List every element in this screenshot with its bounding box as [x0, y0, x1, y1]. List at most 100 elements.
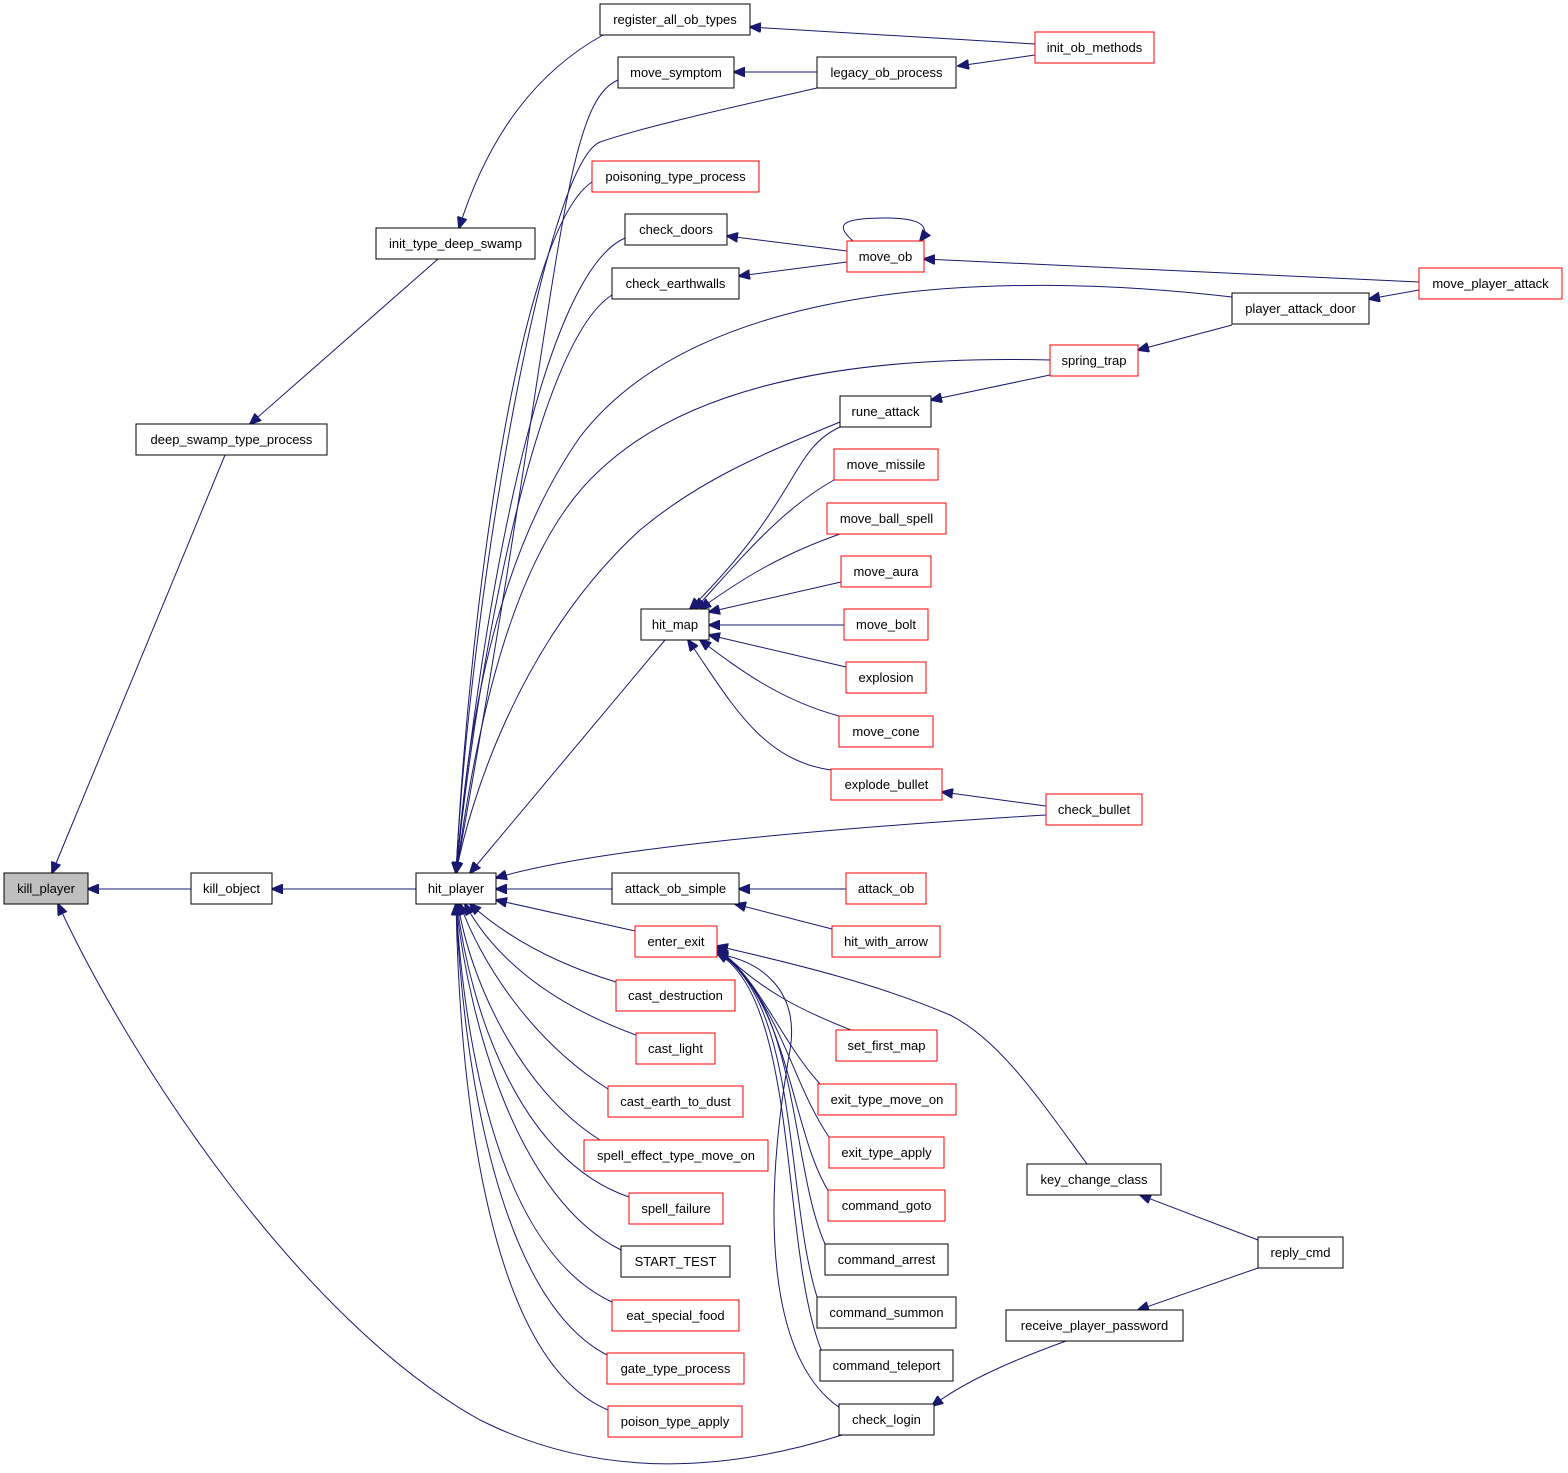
node-label: command_teleport [833, 1358, 941, 1373]
node-poison_type_apply[interactable]: poison_type_apply [607, 1405, 743, 1438]
node-poisoning_type_process[interactable]: poisoning_type_process [591, 160, 760, 193]
node-register_all_ob_types[interactable]: register_all_ob_types [599, 3, 751, 36]
node-move_cone[interactable]: move_cone [838, 715, 934, 748]
edge-legacy_ob_process-to-hit_player [456, 87, 818, 873]
node-label: check_doors [639, 222, 713, 237]
node-box [830, 768, 943, 801]
edge-player_attack_door-to-hit_player [456, 284, 1233, 873]
node-explode_bullet[interactable]: explode_bullet [830, 768, 943, 801]
node-move_player_attack[interactable]: move_player_attack [1418, 267, 1563, 300]
edge-reply_cmd-to-receive_player_password [1138, 1267, 1259, 1310]
edge-exit_type_move_on-to-enter_exit [717, 948, 821, 1085]
node-label: key_change_class [1041, 1172, 1148, 1187]
node-enter_exit[interactable]: enter_exit [634, 925, 718, 958]
node-command_teleport[interactable]: command_teleport [819, 1349, 954, 1382]
edge-command_arrest-to-enter_exit [717, 951, 827, 1247]
node-command_summon[interactable]: command_summon [816, 1296, 957, 1329]
node-label: hit_player [428, 881, 485, 896]
node-label: START_TEST [635, 1254, 717, 1269]
node-label: init_type_deep_swamp [389, 236, 522, 251]
node-box [628, 1192, 724, 1225]
node-box [827, 1189, 946, 1222]
node-box [845, 872, 927, 905]
node-box [845, 661, 927, 694]
node-START_TEST[interactable]: START_TEST [620, 1245, 731, 1278]
node-spring_trap[interactable]: spring_trap [1049, 344, 1139, 377]
node-attack_ob_simple[interactable]: attack_ob_simple [611, 872, 740, 905]
edge-explode_bullet-to-hit_map [688, 640, 832, 771]
node-check_login[interactable]: check_login [838, 1403, 935, 1436]
node-box [607, 1085, 744, 1118]
node-cast_earth_to_dust[interactable]: cast_earth_to_dust [607, 1085, 744, 1118]
edges-layer [52, 27, 1420, 1465]
node-box [591, 160, 760, 193]
node-hit_with_arrow[interactable]: hit_with_arrow [831, 925, 941, 958]
node-hit_player[interactable]: hit_player [415, 872, 497, 905]
node-box [817, 1083, 957, 1116]
node-move_symptom[interactable]: move_symptom [617, 56, 735, 89]
node-box [3, 872, 89, 905]
node-receive_player_password[interactable]: receive_player_password [1005, 1309, 1184, 1342]
node-legacy_ob_process[interactable]: legacy_ob_process [816, 56, 957, 89]
node-label: init_ob_methods [1047, 40, 1143, 55]
node-check_earthwalls[interactable]: check_earthwalls [611, 267, 740, 300]
node-set_first_map[interactable]: set_first_map [835, 1029, 938, 1062]
node-command_arrest[interactable]: command_arrest [824, 1243, 949, 1276]
node-exit_type_apply[interactable]: exit_type_apply [828, 1136, 945, 1169]
node-label: eat_special_food [626, 1308, 724, 1323]
node-deep_swamp_type_process[interactable]: deep_swamp_type_process [135, 423, 328, 456]
edge-spring_trap-to-rune_attack [931, 374, 1051, 400]
edge-poison_type_apply-to-hit_player [456, 904, 609, 1411]
node-eat_special_food[interactable]: eat_special_food [611, 1299, 740, 1332]
node-box [816, 56, 957, 89]
edge-command_teleport-to-enter_exit [717, 953, 823, 1353]
node-spell_effect_type_move_on[interactable]: spell_effect_type_move_on [583, 1139, 769, 1172]
node-check_bullet[interactable]: check_bullet [1045, 793, 1143, 826]
edge-move_symptom-to-hit_player [456, 79, 619, 873]
edge-move_player_attack-to-move_ob [924, 259, 1420, 283]
edge-deep_swamp_type_process-to-kill_player [52, 454, 226, 873]
node-player_attack_door[interactable]: player_attack_door [1231, 292, 1370, 325]
node-box [1005, 1309, 1184, 1342]
node-label: check_earthwalls [626, 276, 726, 291]
node-label: kill_player [17, 881, 75, 896]
edge-hit_with_arrow-to-attack_ob_simple [735, 904, 833, 930]
node-key_change_class[interactable]: key_change_class [1026, 1163, 1162, 1196]
edge-reply_cmd-to-key_change_class [1140, 1195, 1259, 1241]
node-cast_destruction[interactable]: cast_destruction [615, 979, 736, 1012]
node-init_ob_methods[interactable]: init_ob_methods [1034, 31, 1155, 64]
node-attack_ob[interactable]: attack_ob [845, 872, 927, 905]
node-label: reply_cmd [1271, 1245, 1331, 1260]
node-move_ball_spell[interactable]: move_ball_spell [826, 502, 947, 535]
node-kill_object[interactable]: kill_object [190, 872, 273, 905]
node-gate_type_process[interactable]: gate_type_process [606, 1352, 745, 1385]
node-init_type_deep_swamp[interactable]: init_type_deep_swamp [375, 227, 536, 260]
edge-move_aura-to-hit_map [709, 581, 842, 612]
node-cast_light[interactable]: cast_light [635, 1032, 716, 1065]
node-move_missile[interactable]: move_missile [833, 448, 939, 481]
node-label: spell_effect_type_move_on [597, 1148, 755, 1163]
edge-move_ball_spell-to-hit_map [700, 533, 841, 609]
edge-cast_earth_to_dust-to-hit_player [460, 904, 609, 1090]
node-move_aura[interactable]: move_aura [840, 555, 932, 588]
node-label: spell_failure [641, 1201, 710, 1216]
edge-move_player_attack-to-player_attack_door [1369, 289, 1420, 299]
node-move_ob[interactable]: move_ob [846, 240, 925, 273]
node-explosion[interactable]: explosion [845, 661, 927, 694]
edge-key_change_class-to-enter_exit [717, 946, 1088, 1165]
node-hit_map[interactable]: hit_map [640, 608, 710, 641]
node-spell_failure[interactable]: spell_failure [628, 1192, 724, 1225]
node-rune_attack[interactable]: rune_attack [839, 395, 932, 428]
node-command_goto[interactable]: command_goto [827, 1189, 946, 1222]
edge-poisoning_type_process-to-hit_player [456, 181, 593, 873]
node-label: move_missile [847, 457, 926, 472]
node-exit_type_move_on[interactable]: exit_type_move_on [817, 1083, 957, 1116]
node-box [819, 1349, 954, 1382]
node-label: move_ball_spell [840, 511, 933, 526]
node-box [135, 423, 328, 456]
node-move_bolt[interactable]: move_bolt [843, 608, 929, 641]
node-check_doors[interactable]: check_doors [624, 213, 728, 246]
node-reply_cmd[interactable]: reply_cmd [1257, 1236, 1344, 1269]
node-box [838, 715, 934, 748]
